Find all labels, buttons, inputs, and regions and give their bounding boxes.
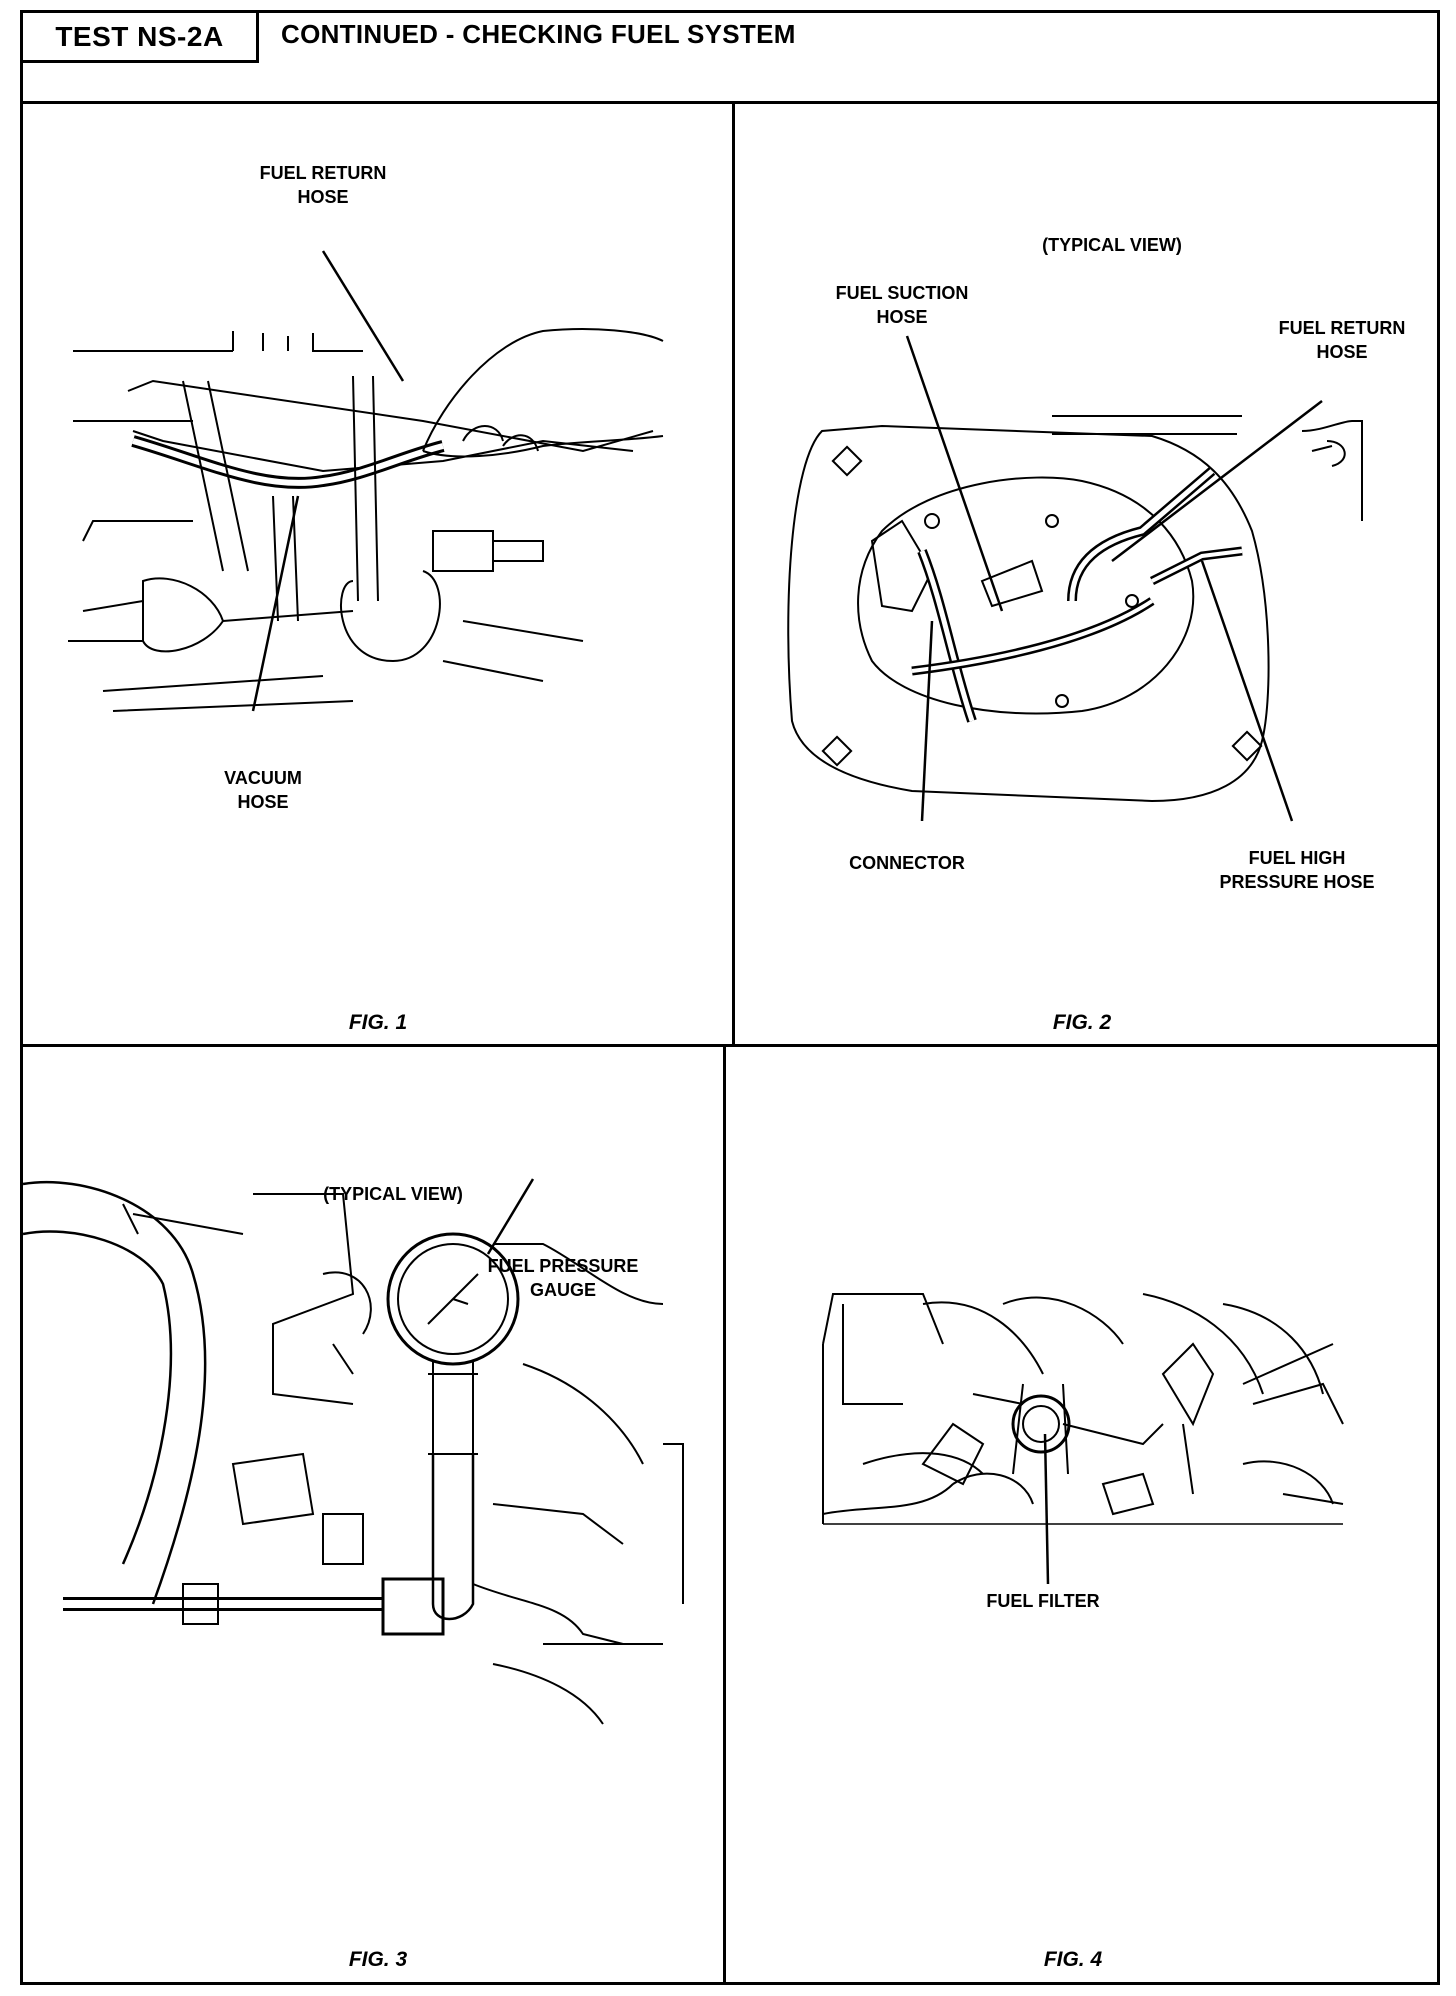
figure-3-illustration (23, 1044, 723, 1984)
fig2-fuel-return-hose-label: FUEL RETURN HOSE (1278, 318, 1406, 362)
document-frame: TEST NS-2A CONTINUED - CHECKING FUEL SYS… (20, 10, 1440, 1985)
test-id: TEST NS-2A (55, 20, 224, 52)
figure-1-illustration (23, 101, 732, 1045)
fig2-fuel-suction-hose-label: FUEL SUCTION HOSE (835, 283, 969, 327)
test-id-box: TEST NS-2A (23, 13, 259, 63)
fig3-typical-view-label: (TYPICAL VIEW) (323, 1184, 463, 1204)
vertical-divider-top (732, 101, 735, 1046)
header: TEST NS-2A CONTINUED - CHECKING FUEL SYS… (23, 13, 1437, 104)
fig2-fuel-high-pressure-hose-label: FUEL HIGH PRESSURE HOSE (1219, 848, 1375, 892)
fig2-typical-view-label: (TYPICAL VIEW) (1042, 235, 1182, 255)
fig2-caption: FIG. 2 (1052, 1011, 1112, 1034)
header-title: CONTINUED - CHECKING FUEL SYSTEM (281, 19, 796, 49)
figure-4-panel: FUEL FILTER FIG. 4 (723, 1044, 1437, 1984)
fig4-fuel-filter-label: FUEL FILTER (986, 1591, 1100, 1611)
figure-2-illustration (732, 101, 1437, 1045)
figure-2-panel: (TYPICAL VIEW) FUEL SUCTION HOSE FUEL RE… (732, 101, 1437, 1045)
figure-3-panel: (TYPICAL VIEW) FUEL PRESSURE GAUGE FIG. … (23, 1044, 723, 1984)
fig1-caption: FIG. 1 (348, 1011, 408, 1034)
vertical-divider-bottom (723, 1044, 726, 1985)
fig3-fuel-pressure-gauge-label: FUEL PRESSURE GAUGE (487, 1256, 639, 1300)
fig2-connector-label: CONNECTOR (849, 853, 965, 873)
fig3-caption: FIG. 3 (348, 1948, 408, 1971)
fig1-vacuum-hose-label: VACUUM HOSE (224, 768, 302, 812)
horizontal-divider (23, 1044, 1437, 1047)
figure-1-panel: FUEL RETURN HOSE VACUUM HOSE FIG. 1 (23, 101, 732, 1045)
figure-4-illustration (723, 1044, 1437, 1984)
fig1-fuel-return-hose-label: FUEL RETURN HOSE (259, 163, 387, 207)
fig4-caption: FIG. 4 (1043, 1948, 1103, 1971)
